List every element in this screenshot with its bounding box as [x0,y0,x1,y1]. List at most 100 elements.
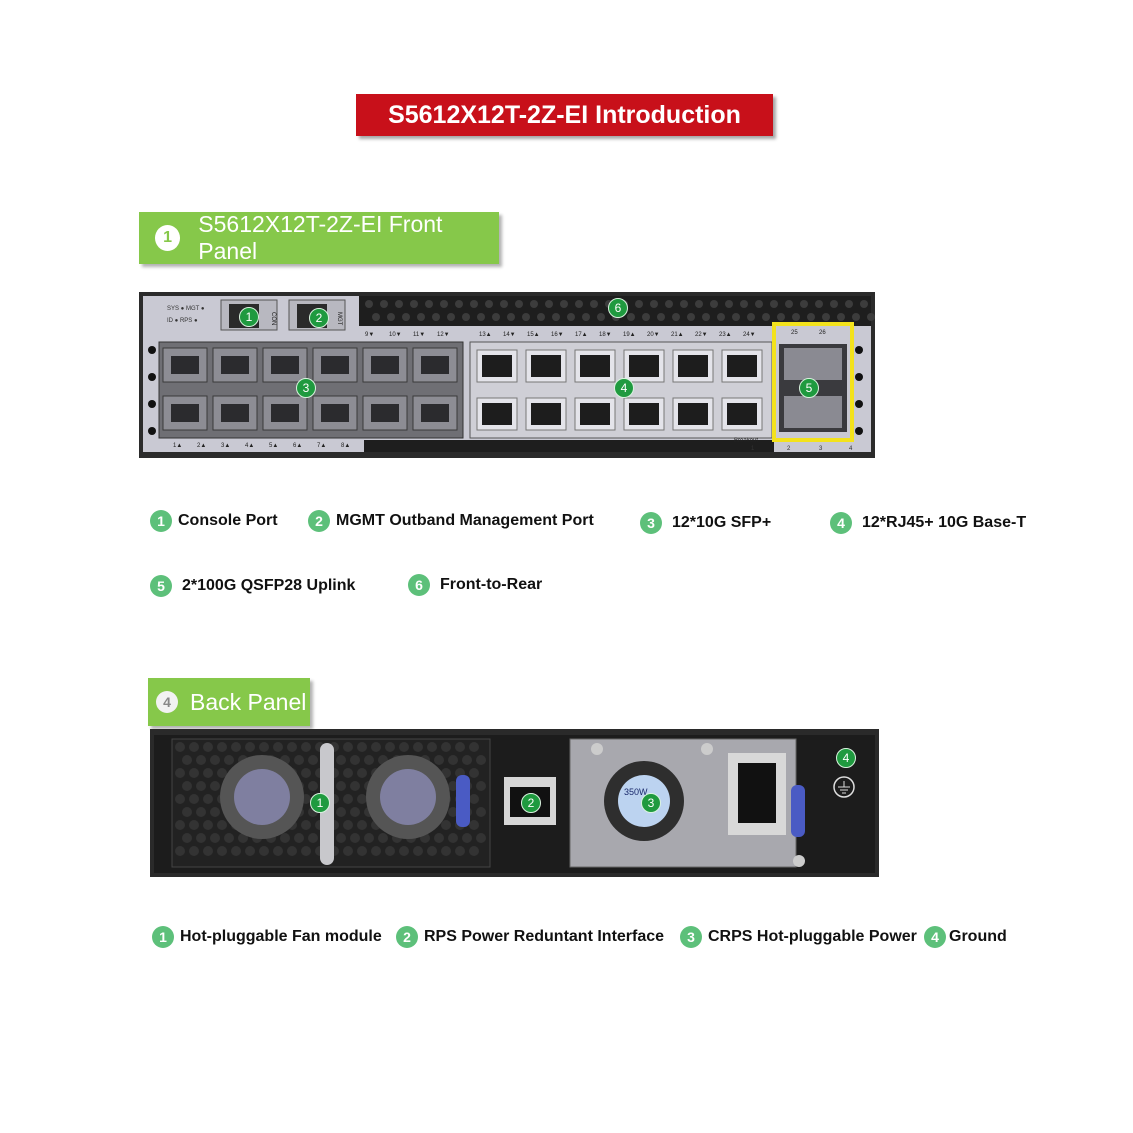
svg-text:25: 25 [791,330,798,336]
vent-hole [860,300,868,308]
fan-grille-hole [175,820,185,830]
fan-grille-hole [336,833,346,843]
legend-number: 1 [150,510,172,532]
fan-grille-hole [385,846,395,856]
back-panel-header: 4 Back Panel [148,678,310,726]
rj45-socket [482,355,512,377]
vent-hole [822,313,830,321]
sfp-slot [171,404,199,422]
vent-hole [567,313,575,321]
fan-grille-hole [455,742,465,752]
svg-text:1: 1 [751,446,755,452]
fan-grille-hole [343,820,353,830]
fan-grille-hole [336,755,346,765]
port-number-label: 8▲ [341,443,350,449]
fan-grille-hole [245,742,255,752]
fan-grille-hole [301,768,311,778]
vent-hole [725,300,733,308]
port-number-label: 2▲ [197,443,206,449]
vent-hole [680,300,688,308]
vent-hole [470,300,478,308]
fan-grille-hole [350,781,360,791]
sfp-cage [212,395,258,431]
port-number-label: 14▼ [503,332,516,338]
legend-rj45: 4 12*RJ45+ 10G Base-T [830,512,1026,534]
vent-hole [545,300,553,308]
vent-hole [702,313,710,321]
svg-text:4: 4 [849,446,853,452]
fan-grille-hole [217,742,227,752]
fan-grille-hole [182,755,192,765]
fan-grille-hole [476,833,486,843]
vent-hole [687,313,695,321]
vent-hole [695,300,703,308]
fan-grille-hole [350,833,360,843]
fan-grille-hole [343,846,353,856]
back-badge-fan: 1 [310,793,330,813]
vent-hole [425,300,433,308]
vent-hole [627,313,635,321]
fan-grille-hole [196,755,206,765]
vent-hole [507,313,515,321]
section-title: S5612X12T-2Z-EI Front Panel [198,211,443,264]
fan-grille-hole [245,846,255,856]
port-number-label: 12▼ [437,332,450,338]
vent-hole [590,300,598,308]
fan-grille-hole [175,846,185,856]
fan-grille-hole [189,794,199,804]
fan-grille-hole [210,833,220,843]
fan-grille-hole [343,794,353,804]
fan-grille-hole [196,807,206,817]
vent-hole [447,313,455,321]
port-number-label: 19▲ [623,332,636,338]
svg-text:MGT: MGT [336,312,342,326]
fan-grille-hole [273,846,283,856]
section-title: Back Panel [190,688,307,715]
front-panel-header: 1 S5612X12T-2Z-EI Front Panel [139,211,499,264]
fan-grille-hole [336,781,346,791]
front-badge-console: 1 [239,307,259,327]
fan-grille-hole [217,846,227,856]
legend-sfp: 3 12*10G SFP+ [640,512,771,534]
fan-grille-hole [469,768,479,778]
vent-hole [575,300,583,308]
fan-grille-hole [301,742,311,752]
svg-text:2: 2 [787,446,791,452]
vent-hole [635,300,643,308]
vent-hole [807,313,815,321]
fan-grille-hole [196,833,206,843]
sfp-slot [421,404,449,422]
vent-hole [537,313,545,321]
rj45-socket [678,355,708,377]
fan-grille-hole [294,833,304,843]
fan-grille-hole [203,846,213,856]
fan-grille-hole [350,755,360,765]
fan-grille-hole [427,742,437,752]
front-panel-image: SYS ● MGT ● ID ● RPS ● CON MGT 25 26 Bre… [139,292,875,458]
vent-hole [492,313,500,321]
vent-hole [500,300,508,308]
fan-grille-hole [427,846,437,856]
fan-grille-hole [413,742,423,752]
sfp-slot [221,404,249,422]
port-number-label: 6▲ [293,443,302,449]
vent-hole [792,313,800,321]
vent-hole [642,313,650,321]
vent-hole [650,300,658,308]
sfp-slot [271,356,299,374]
fan-grille-hole [476,755,486,765]
sfp-slot [171,356,199,374]
fan-grille-hole [182,833,192,843]
svg-text:SYS ● MGT ●: SYS ● MGT ● [167,306,205,312]
legend-text: 2*100G QSFP28 Uplink [182,577,356,594]
legend-number: 4 [830,512,852,534]
fan-grille-hole [441,846,451,856]
vent-hole [380,300,388,308]
port-number-label: 16▼ [551,332,564,338]
fan-grille-hole [210,755,220,765]
fan-grille-hole [203,794,213,804]
fan-grille-hole [469,820,479,830]
fan-grille-hole [189,846,199,856]
legend-number: 5 [150,575,172,597]
vent-hole [852,313,860,321]
